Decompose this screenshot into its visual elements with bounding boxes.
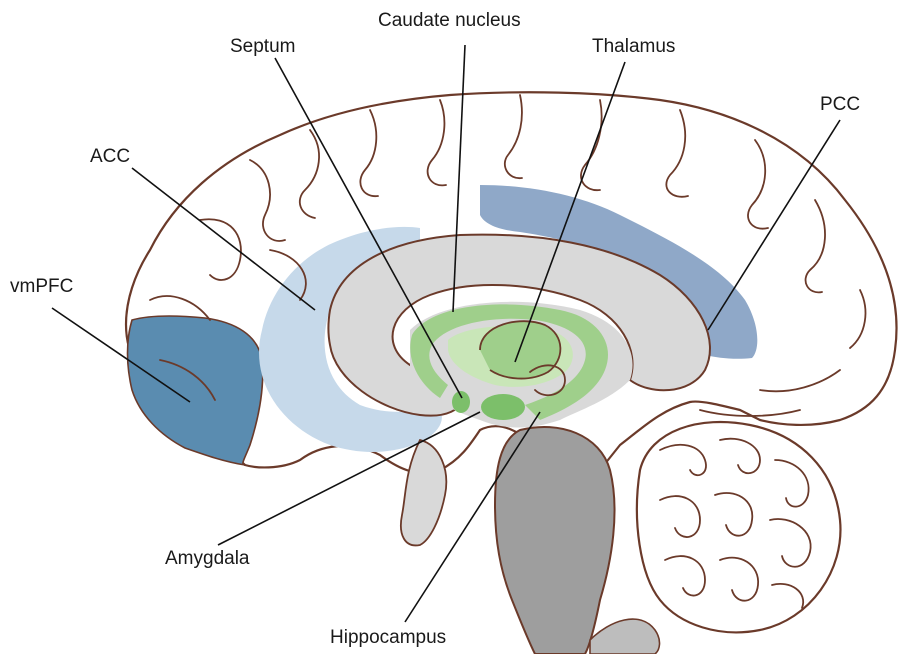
sulcus-11 (850, 290, 865, 348)
sulcus-8 (666, 110, 688, 197)
label-thalamus: Thalamus (592, 36, 675, 57)
sulcus-4 (360, 110, 378, 196)
sulcus-16 (700, 410, 800, 416)
sulcus-6 (505, 95, 522, 178)
label-pcc: PCC (820, 94, 860, 115)
sulcus-7 (581, 100, 602, 190)
sulcus-3 (300, 130, 319, 218)
label-septum: Septum (230, 36, 295, 57)
pons (590, 619, 660, 654)
sulcus-15 (760, 370, 840, 391)
vmpfc-region (128, 316, 263, 465)
leader-pcc (708, 120, 840, 330)
label-hippocampus: Hippocampus (330, 627, 446, 648)
sulcus-2 (250, 160, 285, 241)
label-vmpfc: vmPFC (10, 276, 73, 297)
label-acc: ACC (90, 146, 130, 167)
septum-region (452, 391, 470, 413)
sulcus-1 (200, 219, 241, 280)
brainstem (495, 427, 615, 654)
leader-acc (132, 168, 315, 310)
label-caudate-nucleus: Caudate nucleus (378, 10, 521, 31)
cerebellum (637, 422, 841, 632)
pituitary-stalk (401, 440, 446, 545)
label-amygdala: Amygdala (165, 548, 250, 569)
sulcus-9 (748, 140, 768, 229)
amygdala-region (481, 394, 525, 420)
sulcus-5 (428, 100, 446, 185)
sulcus-10 (806, 200, 825, 292)
